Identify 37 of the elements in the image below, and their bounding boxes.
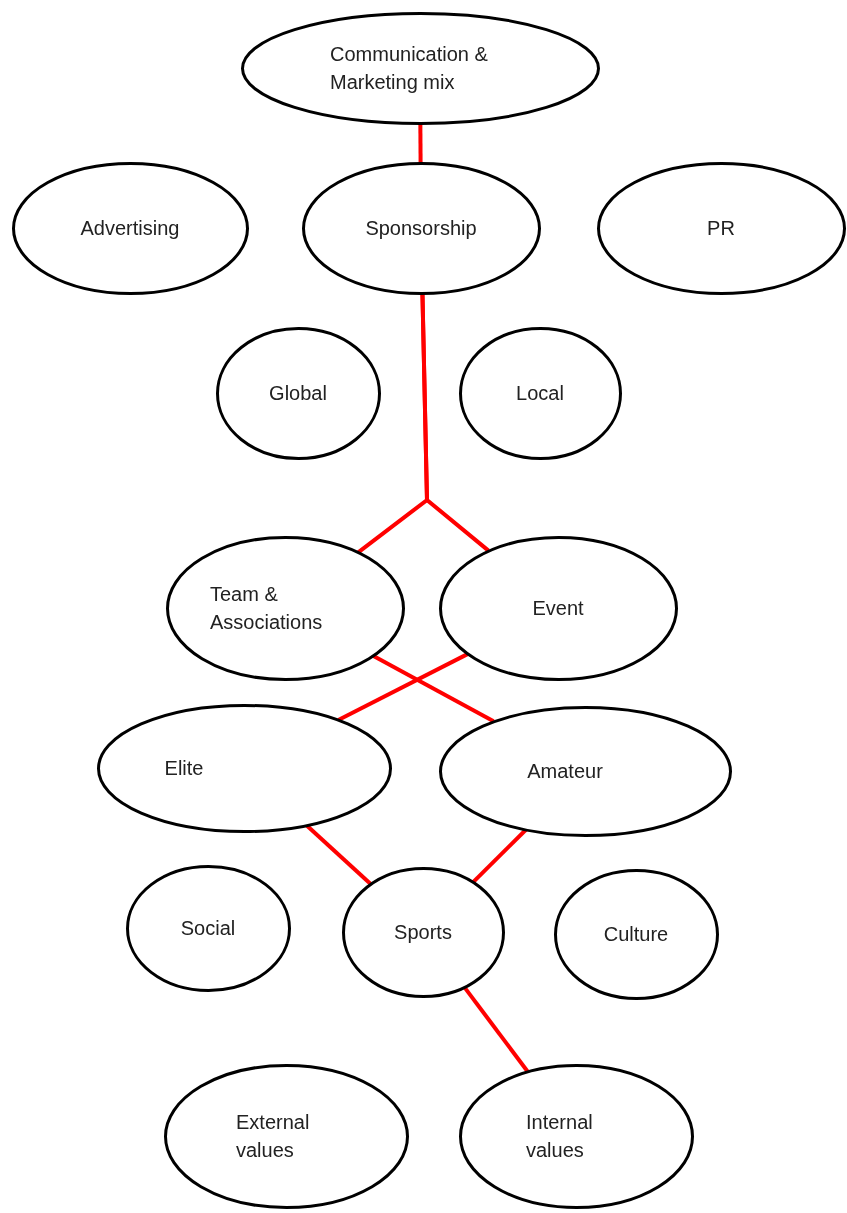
oval-node — [125, 864, 291, 992]
connector-line — [418, 123, 423, 163]
node-label: Team & Associations — [210, 582, 324, 635]
oval-node — [438, 705, 732, 837]
node-label: Communication & Marketing mix — [330, 42, 489, 95]
oval-node — [11, 161, 249, 295]
oval-node — [301, 161, 541, 295]
oval-node — [240, 11, 600, 125]
oval-node — [341, 866, 505, 998]
oval-node — [458, 326, 622, 460]
node-label: External values — [236, 1110, 311, 1163]
node-label: Elite — [164, 756, 204, 781]
node-label: Sponsorship — [365, 216, 477, 241]
node-label: Event — [532, 596, 584, 621]
connector-line — [420, 292, 490, 553]
node-label: Sports — [394, 920, 452, 945]
node-label: Social — [180, 916, 236, 941]
oval-node — [596, 161, 846, 295]
oval-node — [438, 535, 678, 681]
node-label: Amateur — [527, 759, 603, 784]
node-label: Global — [269, 381, 327, 406]
oval-node — [163, 1063, 409, 1209]
node-label: Culture — [603, 922, 669, 947]
oval-node — [215, 326, 381, 460]
node-label: Internal values — [526, 1110, 594, 1163]
oval-node — [165, 535, 405, 681]
connector-line — [337, 652, 469, 722]
connector-line — [371, 653, 495, 724]
oval-node — [96, 703, 392, 833]
connector-line — [304, 823, 372, 886]
node-label: Advertising — [80, 216, 180, 241]
node-label: PR — [707, 216, 735, 241]
oval-node — [553, 868, 719, 1000]
oval-node — [458, 1063, 694, 1209]
connector-line — [471, 828, 528, 884]
node-label: Local — [516, 381, 564, 406]
connector-line — [462, 985, 530, 1073]
